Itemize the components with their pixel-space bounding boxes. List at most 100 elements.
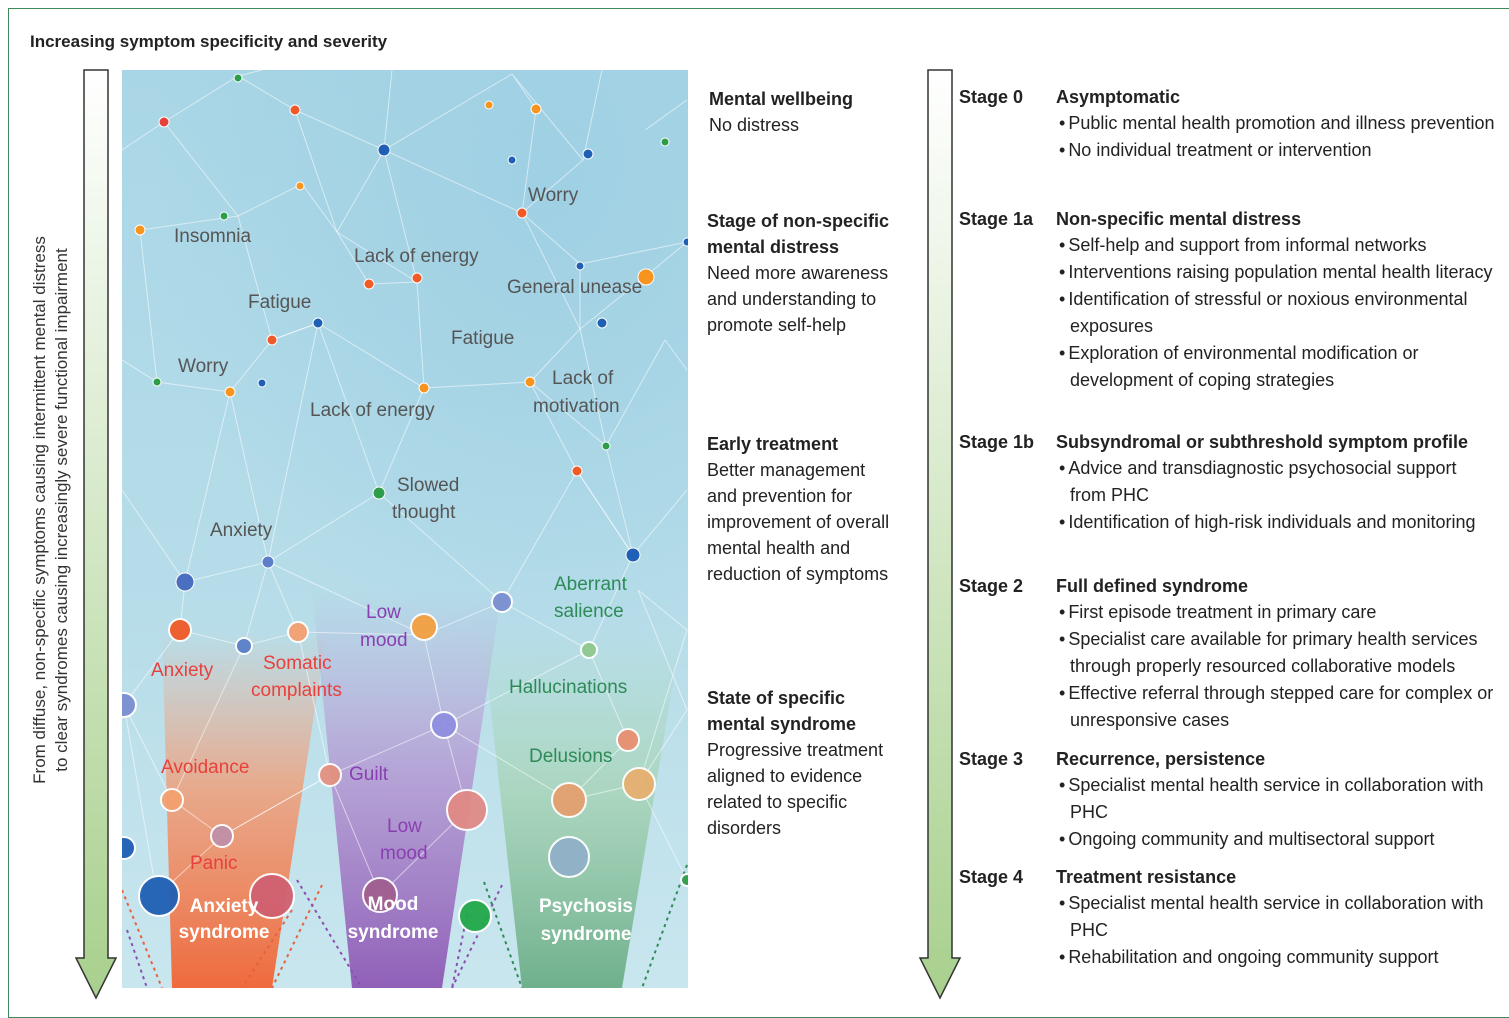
stage-bullet: Ongoing community and multisectoral supp… [1056,826,1496,853]
state-body: Progressive treatment [707,740,884,760]
state-title: Early treatment [707,434,839,454]
node-label-anxiety: Anxiety [210,520,273,541]
node-label-low-mood: mood [360,630,408,651]
node-label-lack-of-energy: Lack of energy [310,400,435,421]
state-body: aligned to evidence [707,766,863,786]
stage-bullet: Specialist care available for primary he… [1056,626,1502,680]
state-mental-wellbeing: Mental wellbeing No distress [709,86,914,138]
stage-2-block: Full defined syndrome First episode trea… [1056,576,1502,734]
severity-arrow [74,69,118,1000]
syndrome-label-anxiety: syndrome [179,922,270,943]
syndrome-label-anxiety: Anxiety [190,896,259,917]
node-label-fatigue: Fatigue [451,328,514,349]
syndrome-label-psychosis: Psychosis [539,896,633,917]
node-label-lack-of-motivation: Lack of [552,368,614,389]
state-title: mental syndrome [707,714,857,734]
node-label-worry: Worry [528,185,579,206]
state-body: Need more awareness [707,263,889,283]
node-label-general-unease: General unease [507,277,642,298]
node-label-anxiety: Anxiety [151,660,214,681]
stage-bullets: Self-help and support from informal netw… [1056,232,1496,394]
stage-bullet: Specialist mental health service in coll… [1056,772,1496,826]
stage-bullet: Identification of high-risk individuals … [1056,509,1496,536]
state-early-treatment: Early treatment Better management and pr… [707,431,917,587]
stage-label: Stage 0 [959,87,1024,107]
node-label-low-mood: Low [387,816,422,837]
state-body: and understanding to [707,289,877,309]
node-label-panic: Panic [190,853,238,874]
stage-title: Subsyndromal or subthreshold symptom pro… [1056,432,1469,452]
severity-axis-line1: From diffuse, non-specific symptoms caus… [30,236,49,784]
node-label-guilt: Guilt [349,764,389,785]
figure-title: Increasing symptom specificity and sever… [30,32,388,51]
state-body: improvement of overall [707,512,890,532]
stage-bullet: Exploration of environmental modificatio… [1056,340,1496,394]
stage-bullet: Public mental health promotion and illne… [1056,110,1496,137]
stage-bullet: Interventions raising population mental … [1056,259,1496,286]
node-label-delusions: Delusions [529,746,612,767]
node-label-somatic-complaints: Somatic [263,653,332,674]
state-specific-syndrome: State of specific mental syndrome Progre… [707,685,912,841]
state-body: related to specific [707,792,848,812]
stage-bullets: Advice and transdiagnostic psychosocial … [1056,455,1496,536]
stage-bullets: Specialist mental health service in coll… [1056,890,1496,971]
stage-bullet: Advice and transdiagnostic psychosocial … [1056,455,1496,509]
node-label-aberrant-salience: salience [554,601,624,622]
state-title: mental distress [707,237,840,257]
node-label-avoidance: Avoidance [161,757,249,778]
severity-axis-label: From diffuse, non-specific symptoms caus… [29,180,73,840]
stage-label: Stage 2 [959,576,1024,596]
stage-label: Stage 1b [959,432,1035,452]
state-body: Better management [707,460,866,480]
state-body: mental health and [707,538,851,558]
syndrome-label-mood: Mood [368,894,419,915]
stage-label: Stage 4 [959,867,1024,887]
state-body: promote self-help [707,315,847,335]
stage-bullets: First episode treatment in primary care … [1056,599,1502,734]
stage-arrow [918,69,962,1000]
stage-1b-block: Subsyndromal or subthreshold symptom pro… [1056,432,1496,536]
state-body: and prevention for [707,486,853,506]
state-body: disorders [707,818,782,838]
stage-bullet: First episode treatment in primary care [1056,599,1502,626]
node-label-low-mood: mood [380,843,428,864]
state-body: reduction of symptoms [707,564,889,584]
severity-axis-line2: to clear syndromes causing increasingly … [52,248,71,772]
stage-title: Recurrence, persistence [1056,749,1266,769]
stage-bullet: Effective referral through stepped care … [1056,680,1502,734]
node-label-insomnia: Insomnia [174,226,252,247]
node-label-aberrant-salience: Aberrant [554,574,628,595]
stage-label: Stage 3 [959,749,1024,769]
stage-title: Full defined syndrome [1056,576,1249,596]
stage-bullet: Rehabilitation and ongoing community sup… [1056,944,1496,971]
state-title: State of specific [707,688,846,708]
node-label-worry: Worry [178,356,229,377]
stage-title: Asymptomatic [1056,87,1181,107]
stage-bullet: No individual treatment or intervention [1056,137,1496,164]
node-label-fatigue: Fatigue [248,292,311,313]
stage-1a-block: Non-specific mental distress Self-help a… [1056,209,1496,394]
syndrome-label-psychosis: syndrome [541,924,632,945]
state-non-specific-distress: Stage of non-specific mental distress Ne… [707,208,912,338]
stage-title: Treatment resistance [1056,867,1237,887]
stage-4-block: Treatment resistance Specialist mental h… [1056,867,1496,971]
node-label-lack-of-energy: Lack of energy [354,246,479,267]
stage-3-block: Recurrence, persistence Specialist menta… [1056,749,1496,853]
node-label-somatic-complaints: complaints [251,680,342,701]
symptom-network-diagram: Insomnia Lack of energy Worry General un… [122,70,688,988]
syndrome-label-mood: syndrome [348,922,439,943]
stage-label: Stage 1a [959,209,1034,229]
node-label-slowed-thought: Slowed [397,475,459,496]
stage-title: Non-specific mental distress [1056,209,1302,229]
state-body: No distress [709,115,800,135]
state-title: Stage of non-specific [707,211,890,231]
node-label-slowed-thought: thought [392,502,456,523]
node-label-lack-of-motivation: motivation [533,396,620,417]
stage-bullet: Identification of stressful or noxious e… [1056,286,1496,340]
stage-0-block: Asymptomatic Public mental health promot… [1056,87,1496,164]
node-label-hallucinations: Hallucinations [509,677,627,698]
node-label-low-mood: Low [366,602,401,623]
state-title: Mental wellbeing [709,89,854,109]
stage-bullets: Specialist mental health service in coll… [1056,772,1496,853]
stage-bullet: Specialist mental health service in coll… [1056,890,1496,944]
